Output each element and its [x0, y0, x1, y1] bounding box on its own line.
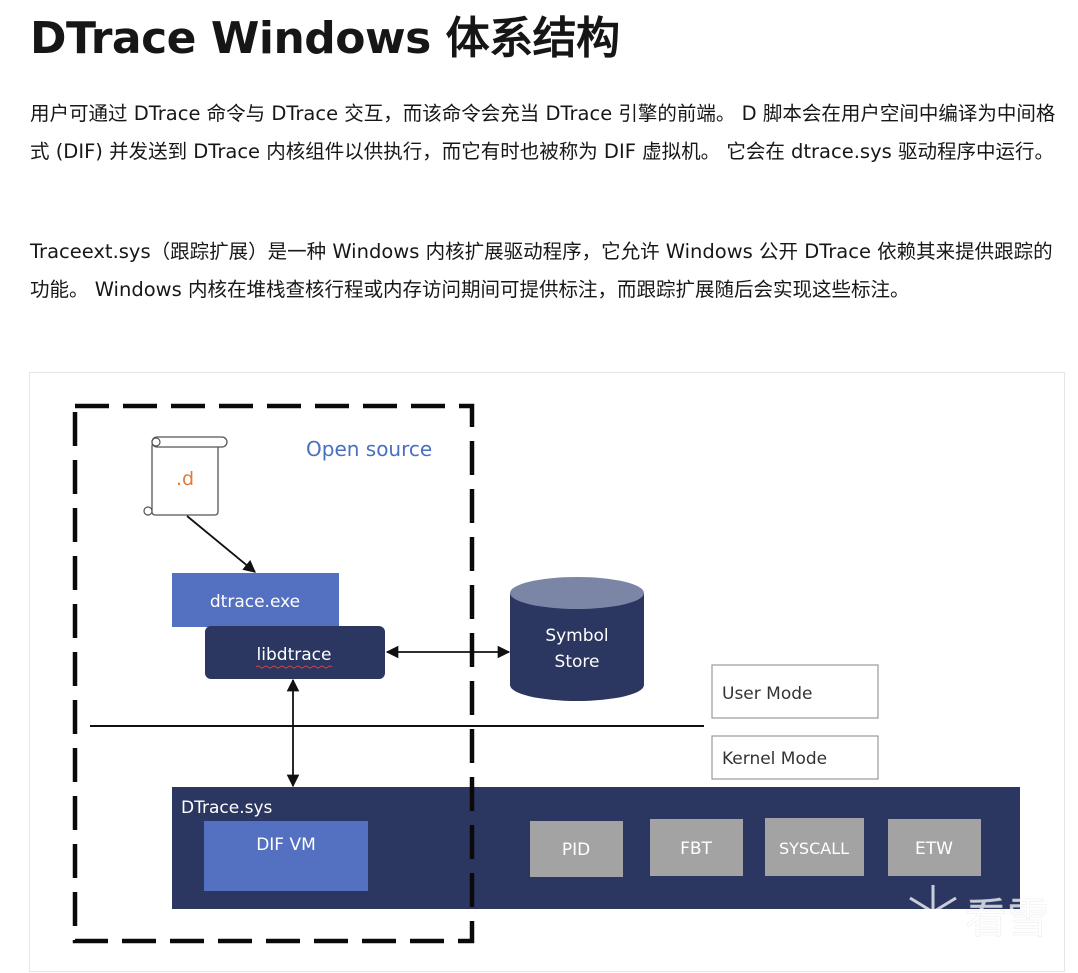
svg-text:PID: PID	[562, 840, 590, 860]
provider-pid: PID	[530, 821, 623, 877]
dif-vm-block	[204, 821, 368, 891]
svg-text:.d: .d	[176, 468, 194, 490]
open-source-boundary	[72, 403, 475, 944]
page-title: DTrace Windows 体系结构	[30, 13, 620, 64]
svg-text:FBT: FBT	[680, 839, 712, 859]
libdtrace-block	[205, 626, 385, 679]
svg-text:Symbol: Symbol	[545, 626, 608, 646]
traceext-paragraph: Traceext.sys（跟踪扩展）是一种 Windows 内核扩展驱动程序，它…	[30, 240, 1053, 301]
provider-etw: ETW	[888, 819, 981, 876]
dtrace-exe-block	[172, 573, 339, 627]
svg-text:Store: Store	[555, 652, 600, 672]
d-script-scroll-icon: .d	[143, 436, 228, 516]
libdtrace-label: libdtrace	[257, 645, 332, 665]
snowflake-icon	[909, 885, 957, 939]
kernel-mode-box: Kernel Mode	[711, 735, 879, 780]
symbol-store-cylinder: Symbol Store	[510, 577, 644, 701]
dtrace-exe-label: dtrace.exe	[210, 592, 300, 612]
svg-text:Kernel Mode: Kernel Mode	[722, 749, 827, 769]
dif-vm-label: DIF VM	[256, 835, 316, 855]
svg-text:看雪: 看雪	[965, 894, 1049, 943]
open-source-label: Open source	[306, 437, 432, 461]
architecture-diagram: DTrace.sys DIF VM PID FBT SYSCALL ETW Us…	[72, 403, 1049, 944]
script-to-dtrace-exe-arrow	[186, 515, 256, 573]
svg-text:User Mode: User Mode	[722, 684, 812, 704]
svg-text:ETW: ETW	[915, 839, 953, 859]
svg-text:SYSCALL: SYSCALL	[779, 839, 849, 858]
dtrace-sys-label: DTrace.sys	[181, 798, 273, 818]
provider-syscall: SYSCALL	[765, 818, 864, 876]
architecture-figure: DTrace.sys DIF VM PID FBT SYSCALL ETW Us…	[29, 372, 1065, 972]
user-mode-box: User Mode	[711, 664, 879, 719]
spellcheck-underline	[255, 665, 333, 669]
provider-fbt: FBT	[650, 819, 743, 876]
watermark: 看雪	[909, 885, 1049, 943]
intro-paragraph: 用户可通过 DTrace 命令与 DTrace 交互，而该命令会充当 DTrac…	[30, 102, 1056, 163]
